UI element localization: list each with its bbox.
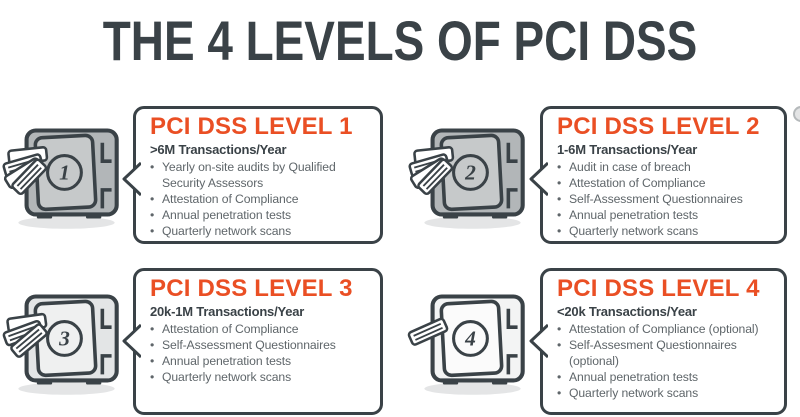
requirement-item: Annual penetration tests — [557, 207, 774, 223]
requirements-list: Attestation of ComplianceSelf-Assessment… — [150, 321, 370, 385]
speech-bubble-level-4: PCI DSS LEVEL 4 <20k Transactions/Year A… — [529, 268, 787, 415]
svg-text:4: 4 — [464, 327, 476, 351]
requirement-item: Attestation of Compliance — [557, 175, 774, 191]
page-title: THE 4 LEVELS OF PCI DSS — [102, 9, 698, 72]
requirement-item: Attestation of Compliance — [150, 191, 358, 207]
requirement-item: Self-Assesment Questionnaires (optional) — [557, 337, 774, 369]
requirement-item: Attestation of Compliance — [150, 321, 370, 337]
level-title: PCI DSS LEVEL 2 — [557, 113, 760, 140]
requirement-item: Quarterly network scans — [150, 369, 370, 385]
svg-text:2: 2 — [464, 161, 476, 185]
transactions-range: 1-6M Transactions/Year — [557, 142, 698, 157]
level-title: PCI DSS LEVEL 1 — [150, 113, 353, 140]
speech-bubble-level-2: PCI DSS LEVEL 2 1-6M Transactions/Year A… — [529, 106, 787, 244]
safe-icon-level-3: 3 — [2, 282, 130, 397]
svg-text:3: 3 — [58, 327, 70, 351]
speech-bubble-level-1: PCI DSS LEVEL 1 >6M Transactions/Year Ye… — [122, 106, 383, 244]
transactions-range: >6M Transactions/Year — [150, 142, 287, 157]
requirement-item: Annual penetration tests — [557, 369, 774, 385]
bubble-tail-icon — [122, 323, 141, 359]
requirement-item: Audit in case of breach — [557, 159, 774, 175]
requirement-item: Annual penetration tests — [150, 207, 358, 223]
svg-text:1: 1 — [59, 161, 70, 185]
requirements-list: Audit in case of breachAttestation of Co… — [557, 159, 774, 239]
safe-icon-level-1: 1 — [2, 116, 130, 231]
requirement-item: Self-Assessment Questionnaires — [150, 337, 370, 353]
transactions-range: 20k-1M Transactions/Year — [150, 304, 305, 319]
requirement-item: Quarterly network scans — [557, 385, 774, 401]
requirement-item: Attestation of Compliance (optional) — [557, 321, 774, 337]
decorative-dot — [793, 106, 800, 122]
safe-icon-level-2: 2 — [408, 116, 536, 231]
bubble-tail-icon — [122, 161, 141, 197]
level-title: PCI DSS LEVEL 4 — [557, 275, 760, 302]
requirements-list: Attestation of Compliance (optional)Self… — [557, 321, 774, 401]
requirement-item: Annual penetration tests — [150, 353, 370, 369]
bubble-tail-icon — [529, 323, 548, 359]
bubble-tail-icon — [529, 161, 548, 197]
level-title: PCI DSS LEVEL 3 — [150, 275, 353, 302]
requirement-item: Yearly on-site audits by Qualified Secur… — [150, 159, 358, 191]
requirement-item: Self-Assessment Questionnaires — [557, 191, 774, 207]
requirements-list: Yearly on-site audits by Qualified Secur… — [150, 159, 370, 239]
safe-icon-level-4: 4 — [407, 282, 536, 397]
requirement-item: Quarterly network scans — [557, 223, 774, 239]
transactions-range: <20k Transactions/Year — [557, 304, 697, 319]
requirement-item: Quarterly network scans — [150, 223, 358, 239]
speech-bubble-level-3: PCI DSS LEVEL 3 20k-1M Transactions/Year… — [122, 268, 383, 415]
